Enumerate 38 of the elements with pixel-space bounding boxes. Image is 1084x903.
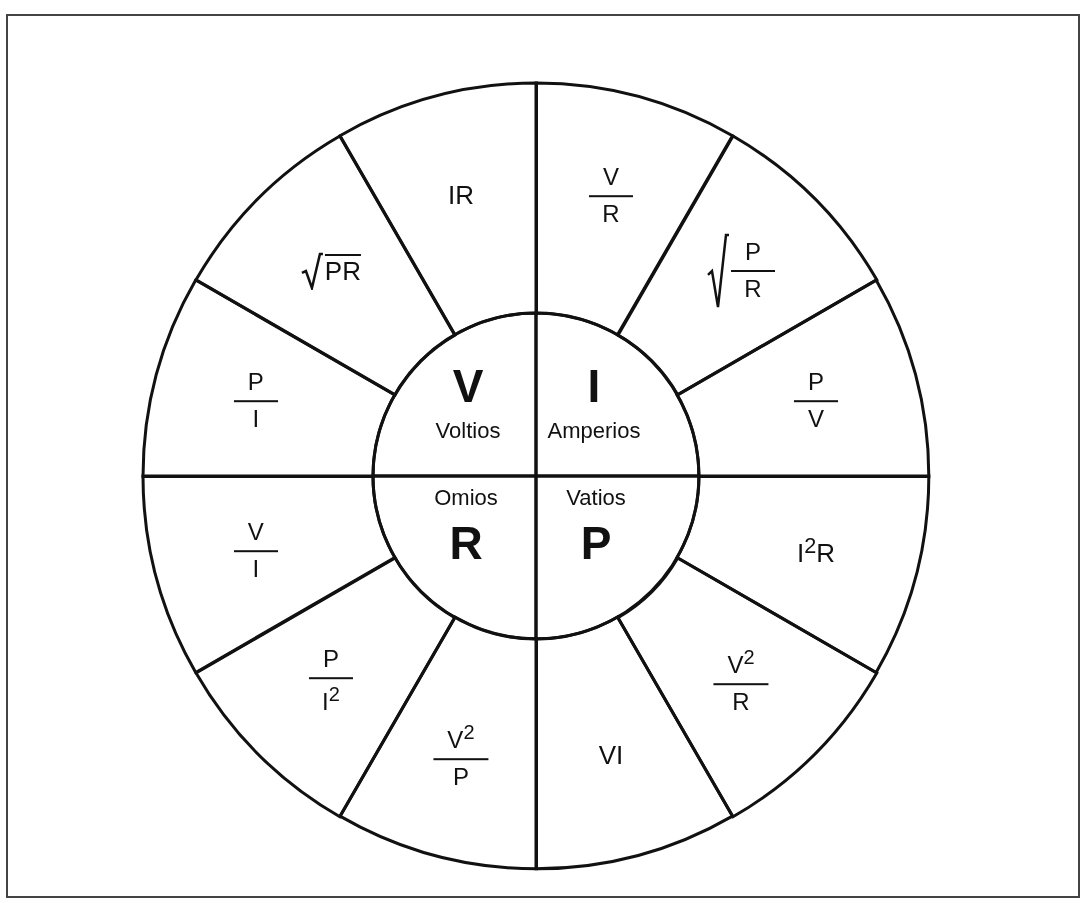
quadrant-sector [373, 476, 536, 639]
numerator-text: V [233, 518, 278, 553]
wheel-segment [617, 135, 877, 395]
denominator-text: I [252, 554, 260, 584]
quantity-letter: I [587, 360, 601, 414]
denominator-text: R [602, 198, 620, 229]
quantity-letter: V [452, 360, 484, 414]
formula-text: VI [598, 740, 624, 772]
numerator-text: P [233, 368, 278, 402]
numerator-text: V$^{2}$ [713, 645, 769, 686]
numerator-text: P [308, 645, 353, 680]
denominator-text: R [744, 273, 762, 304]
wheel-segment [143, 476, 395, 673]
formula-text: I$^{2}$R [797, 532, 836, 570]
numerator-text: V$^{2}$ [433, 720, 489, 761]
wheel-segment [677, 279, 929, 476]
unit-label: Voltios [435, 417, 501, 446]
unit-label: Vatios [566, 484, 626, 513]
formula-text: PR [324, 254, 361, 288]
denominator-text: V [808, 403, 825, 434]
quadrant-sector [536, 313, 699, 476]
denominator-text: R [732, 687, 750, 717]
formula-text: IR [447, 180, 474, 212]
quadrant-sector [536, 476, 699, 639]
wheel-segment [143, 279, 395, 476]
numerator-text: V [589, 163, 634, 197]
denominator-text: I$^{2}$ [322, 682, 340, 717]
quantity-letter: R [449, 516, 483, 570]
unit-label: Amperios [547, 417, 641, 446]
quantity-letter: P [580, 516, 612, 570]
denominator-text: I [252, 403, 260, 434]
numerator-text: P [794, 368, 839, 402]
unit-label: Omios [434, 484, 498, 513]
wheel-segment [677, 476, 929, 673]
numerator-text: P [731, 238, 776, 272]
denominator-text: P [452, 762, 469, 792]
wheel-segment [339, 617, 536, 869]
wheel-segment [536, 83, 733, 335]
